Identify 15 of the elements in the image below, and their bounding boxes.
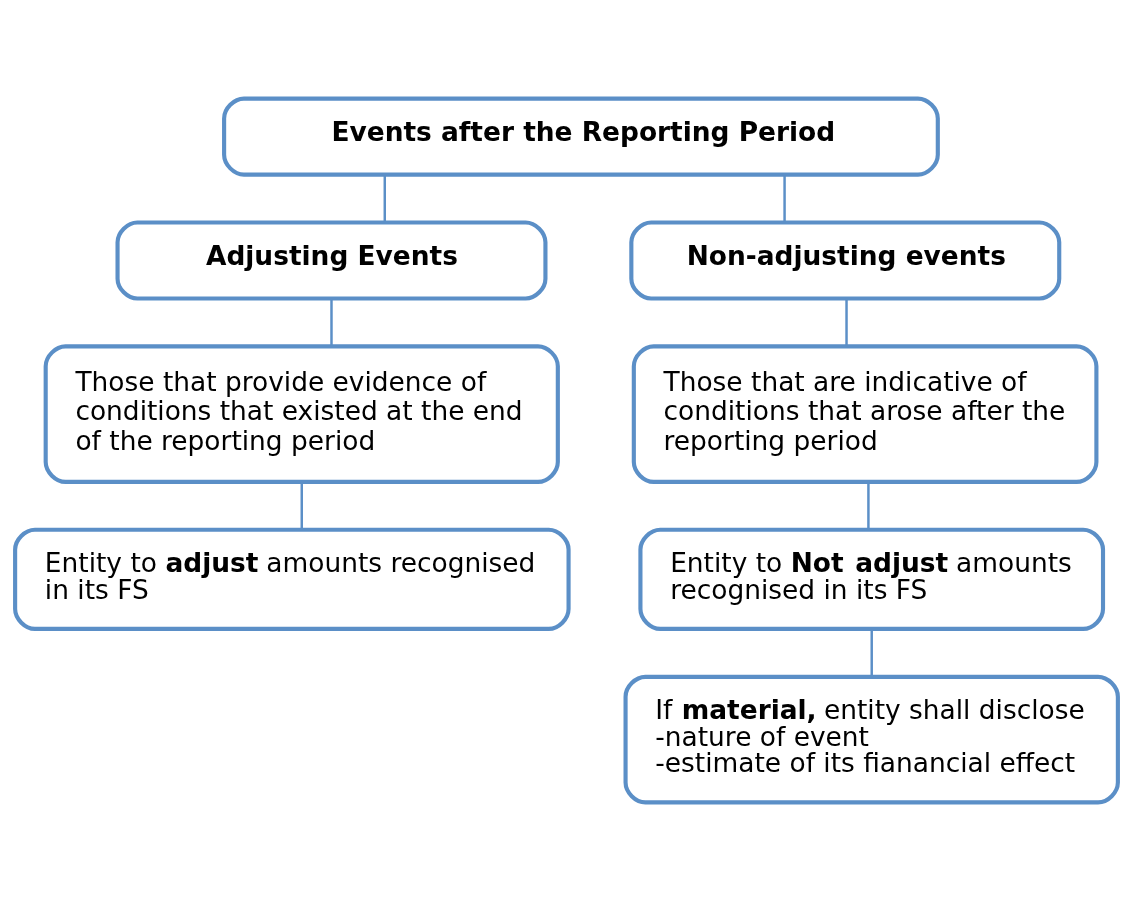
connector: [330, 299, 333, 347]
connector: [845, 299, 848, 347]
connector: [870, 629, 873, 677]
node-box: Those that are indicative of conditions that arose after the reporting period: [631, 344, 1099, 484]
node-box: If material, entity shall disclose -nature of event -estimate of its fianancial effect: [623, 674, 1120, 805]
connector: [867, 482, 870, 530]
node-box: Non-adjusting events: [629, 220, 1062, 301]
connector: [383, 175, 386, 223]
node-box: Those that provide evidence of conditions that existed at the end of the reporting period: [43, 344, 560, 484]
node-box: Entity to adjust amounts recognised in its FS: [13, 527, 571, 631]
node-box: Events after the Reporting Period: [222, 96, 940, 177]
connector: [783, 175, 786, 223]
connector: [300, 482, 303, 530]
node-box: Adjusting Events: [115, 220, 548, 301]
node-box: Entity to Not adjust amounts recognised in its FS: [638, 527, 1106, 631]
